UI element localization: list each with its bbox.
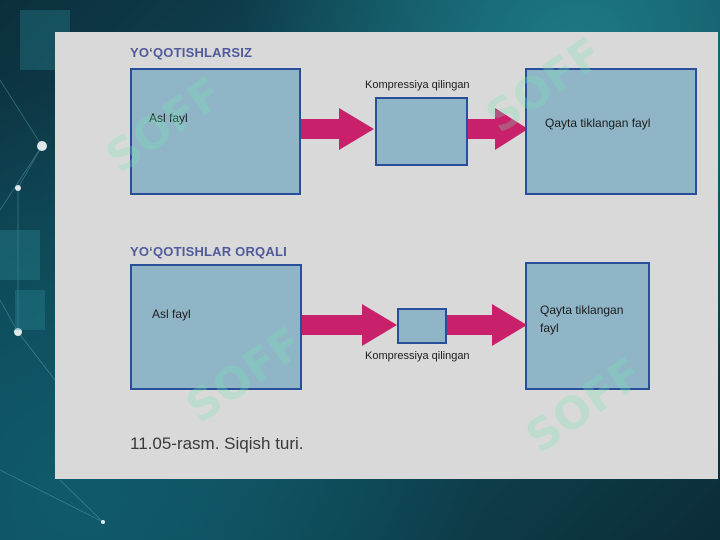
lossless-original-label: Asl fayl <box>149 111 188 125</box>
lossless-original-box: Asl fayl <box>130 68 301 195</box>
network-node <box>101 520 105 524</box>
lossy-original-label: Asl fayl <box>152 307 191 321</box>
lossless-restored-box: Qayta tiklangan fayl <box>525 68 697 195</box>
lossy-original-box: Asl fayl <box>130 264 302 390</box>
lossless-compressed-box <box>375 97 468 166</box>
lossless-heading: YO‘QOTISHLARSIZ <box>130 45 253 60</box>
network-node <box>14 328 22 336</box>
lossless-compressed-label: Kompressiya qilingan <box>365 79 470 91</box>
lossy-restored-box: Qayta tiklangan fayl <box>525 262 650 390</box>
lossy-compressed-label: Kompressiya qilingan <box>365 350 470 362</box>
network-node <box>15 185 21 191</box>
arrow-icon <box>468 108 528 150</box>
arrow-icon <box>302 304 397 346</box>
arrow-icon <box>301 108 374 150</box>
diagram-panel: YO‘QOTISHLARSIZ Asl fayl Kompressiya qil… <box>55 32 718 479</box>
lossy-restored-label-line1: Qayta tiklangan <box>540 303 624 317</box>
lossy-restored-label-line2: fayl <box>540 321 559 335</box>
lossless-restored-label: Qayta tiklangan fayl <box>545 116 651 130</box>
network-node <box>37 141 47 151</box>
figure-caption: 11.05-rasm. Siqish turi. <box>130 434 304 453</box>
arrow-icon <box>447 304 527 346</box>
lossy-heading: YO‘QOTISHLAR ORQALI <box>130 244 287 259</box>
lossy-compressed-box <box>397 308 447 344</box>
